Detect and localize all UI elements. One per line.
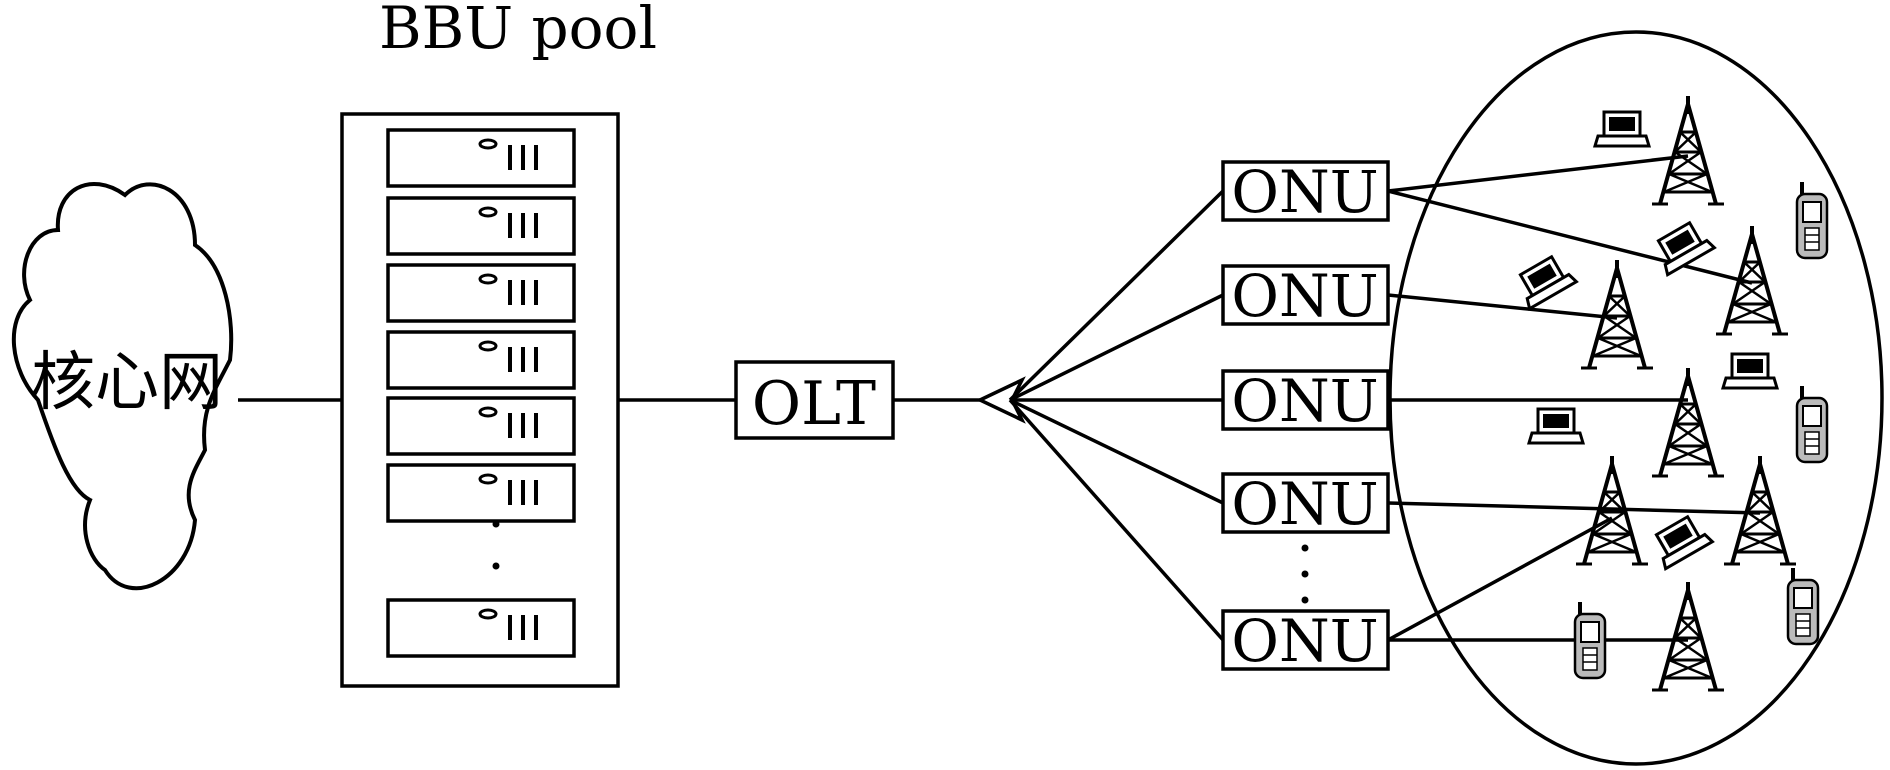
- splitter-onu-link: [1008, 398, 1225, 642]
- server-slot: [386, 330, 576, 390]
- ellipsis-dot: [1301, 570, 1309, 578]
- server-slot: [386, 263, 576, 323]
- server-slot: [386, 196, 576, 256]
- laptop-icon: [1511, 250, 1578, 311]
- server-slot: [386, 128, 576, 188]
- ellipsis-dot: [492, 562, 500, 570]
- onu-box: ONU: [1221, 158, 1390, 226]
- onu-box: ONU: [1221, 470, 1390, 538]
- ellipsis-dot: [492, 520, 500, 528]
- splitter-onu-link: [1008, 189, 1225, 402]
- fronthaul-link: [1387, 189, 1753, 285]
- antenna-tower-icon: [1722, 454, 1798, 566]
- onu-box: ONU: [1221, 262, 1390, 330]
- coverage-area: [1388, 30, 1884, 766]
- mobile-phone-icon: [1786, 566, 1820, 646]
- server-slot: [386, 396, 576, 456]
- laptop-icon: [1721, 352, 1779, 390]
- laptop-icon: [1527, 407, 1585, 445]
- laptop-icon: [1649, 216, 1716, 277]
- mobile-phone-icon: [1795, 384, 1829, 464]
- core-network-cloud: 核心网: [11, 182, 234, 591]
- fronthaul-link: [1387, 293, 1618, 320]
- onu-label: ONU: [1231, 158, 1378, 226]
- mobile-phone-icon: [1573, 600, 1607, 680]
- onu-box: ONU: [1221, 367, 1390, 435]
- onu-label: ONU: [1231, 607, 1378, 675]
- antenna-tower-icon: [1650, 94, 1726, 206]
- onu-label: ONU: [1231, 262, 1378, 330]
- server-slot: [386, 463, 576, 523]
- onu-box: ONU: [1221, 607, 1390, 675]
- fronthaul-link: [1387, 154, 1689, 193]
- onu-label: ONU: [1231, 470, 1378, 538]
- antenna-tower-icon: [1650, 580, 1726, 692]
- onu-label: ONU: [1231, 367, 1378, 435]
- bbu-pool-title: BBU pool: [379, 0, 657, 62]
- splitter-onu-link: [1009, 398, 1224, 505]
- bbu-pool-rack: [340, 112, 620, 688]
- ellipsis-dot: [1301, 544, 1309, 552]
- ellipsis-dot: [1301, 596, 1309, 604]
- fronthaul-link: [1387, 501, 1761, 515]
- olt-box: OLT: [734, 360, 895, 440]
- fronthaul-link: [1387, 516, 1613, 642]
- splitter-onu-link: [1009, 293, 1224, 402]
- core-network-label: 核心网: [31, 346, 223, 420]
- antenna-tower-icon: [1650, 366, 1726, 478]
- laptop-icon: [1647, 510, 1714, 571]
- mobile-phone-icon: [1795, 180, 1829, 260]
- laptop-icon: [1593, 110, 1651, 148]
- antenna-tower-icon: [1714, 224, 1790, 336]
- olt-label: OLT: [752, 369, 876, 439]
- server-slot: [386, 598, 576, 658]
